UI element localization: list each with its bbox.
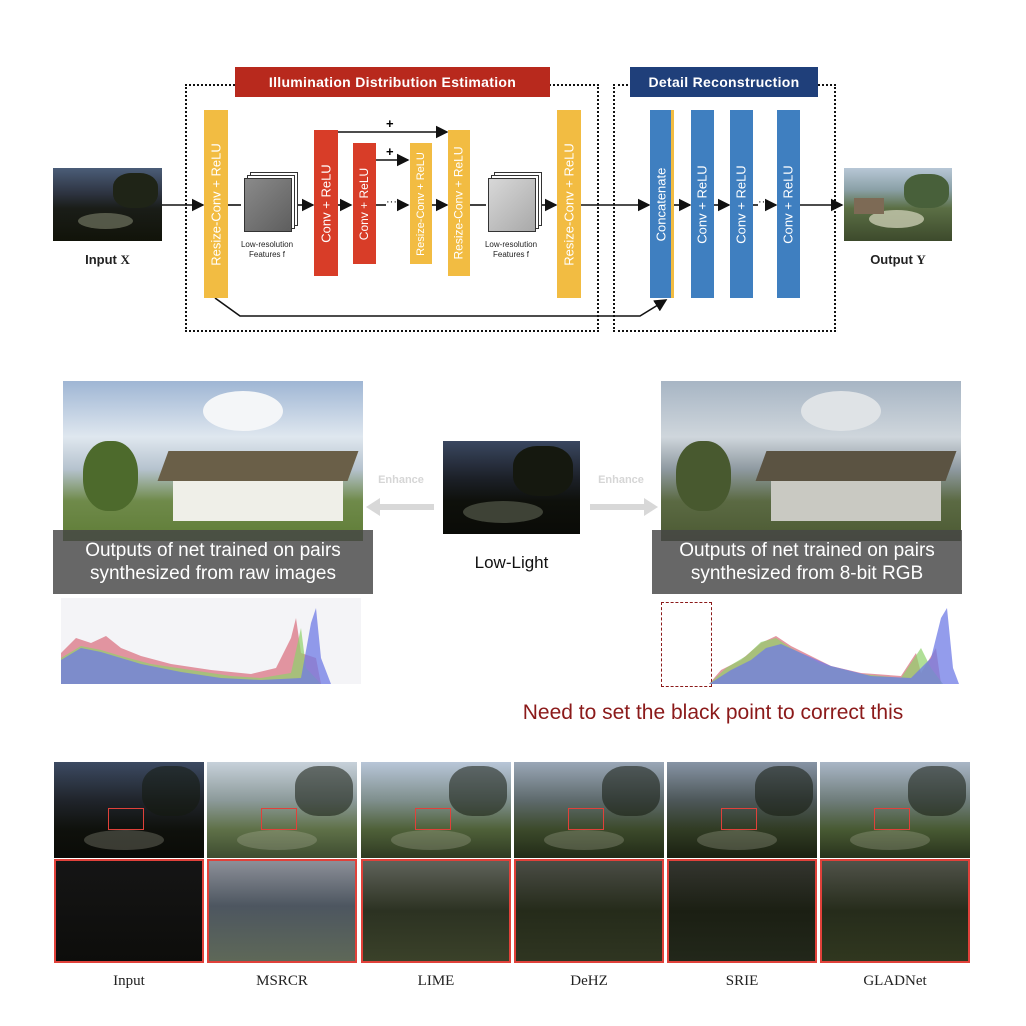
ide-ellipsis: ··· [386, 196, 397, 208]
comparison-scene-1 [54, 762, 204, 858]
comparison-zoom-5 [667, 859, 817, 963]
output-label-text: Output [870, 252, 913, 267]
resize-conv-layer-3: Resize-Conv + ReLU [448, 130, 470, 276]
comparison-roi-box-2 [261, 808, 297, 830]
comparison-zoom-3 [361, 859, 511, 963]
output-symbol: Y [916, 252, 926, 267]
comparison-label-5: SRIE [725, 973, 759, 989]
comparison-zoom-4 [514, 859, 664, 963]
comparison-scene-6 [820, 762, 970, 858]
comparison-roi-box-3 [415, 808, 451, 830]
conv-layer-red-1: Conv + ReLU [314, 130, 338, 276]
comparison-roi-box-6 [874, 808, 910, 830]
connector-arrows [162, 125, 844, 317]
black-point-note: Need to set the black point to correct t… [522, 701, 904, 724]
resize-conv-layer-1: Resize-Conv + ReLU [204, 110, 228, 298]
rgb-trained-output-photo [661, 381, 961, 541]
lowres-features-label-2: Low-resolution Features f [484, 240, 538, 259]
comparison-scene-5 [667, 762, 817, 858]
enhance-label-right: Enhance [598, 474, 644, 486]
input-label-text: Input [85, 252, 117, 267]
conv-layer-red-2: Conv + ReLU [353, 143, 376, 264]
conv-layer-blue-3: Conv + ReLU [777, 110, 800, 298]
resize-conv-layer-2: Resize-Conv + ReLU [410, 143, 432, 264]
caption-left: Outputs of net trained on pairs synthesi… [53, 530, 373, 594]
comparison-zoom-2 [207, 859, 357, 963]
skip-plus-top: + [386, 116, 394, 131]
comparison-label-6: GLADNet [863, 973, 927, 989]
comparison-label-2: MSRCR [256, 973, 308, 989]
comparison-scene-4 [514, 762, 664, 858]
input-x-photo [53, 168, 162, 241]
comparison-roi-box-4 [568, 808, 604, 830]
ide-title: Illumination Distribution Estimation [235, 67, 550, 97]
comparison-scene-2 [207, 762, 357, 858]
comparison-roi-box-5 [721, 808, 757, 830]
enhance-arrow-right [590, 498, 658, 516]
output-y-label: Output Y [844, 252, 952, 268]
dr-ellipsis: ··· [758, 196, 769, 208]
low-light-label: Low-Light [474, 553, 549, 572]
conv-layer-blue-2: Conv + ReLU [730, 110, 753, 298]
comparison-label-1: Input [113, 973, 145, 989]
caption-right: Outputs of net trained on pairs synthesi… [652, 530, 962, 594]
concatenate-layer: Concatenate [650, 110, 674, 298]
conv-layer-blue-1: Conv + ReLU [691, 110, 714, 298]
comparison-roi-box-1 [108, 808, 144, 830]
dr-title: Detail Reconstruction [630, 67, 818, 97]
enhance-label-left: Enhance [378, 474, 424, 486]
low-light-photo [443, 441, 580, 534]
output-y-photo [844, 168, 952, 241]
resize-conv-layer-4: Resize-Conv + ReLU [557, 110, 581, 298]
enhance-arrow-left [366, 498, 434, 516]
black-point-marker [661, 602, 712, 687]
lowres-features-label-1: Low-resolution Features f [240, 240, 294, 259]
raw-trained-output-photo [63, 381, 363, 541]
input-x-label: Input X [53, 252, 162, 268]
comparison-zoom-1 [54, 859, 204, 963]
comparison-scene-3 [361, 762, 511, 858]
comparison-label-3: LIME [417, 973, 455, 989]
histogram-right [709, 608, 959, 684]
comparison-label-4: DeHZ [570, 973, 608, 989]
comparison-zoom-6 [820, 859, 970, 963]
histogram-left [61, 598, 361, 684]
skip-plus-inner: + [386, 144, 394, 159]
input-symbol: X [120, 252, 130, 267]
